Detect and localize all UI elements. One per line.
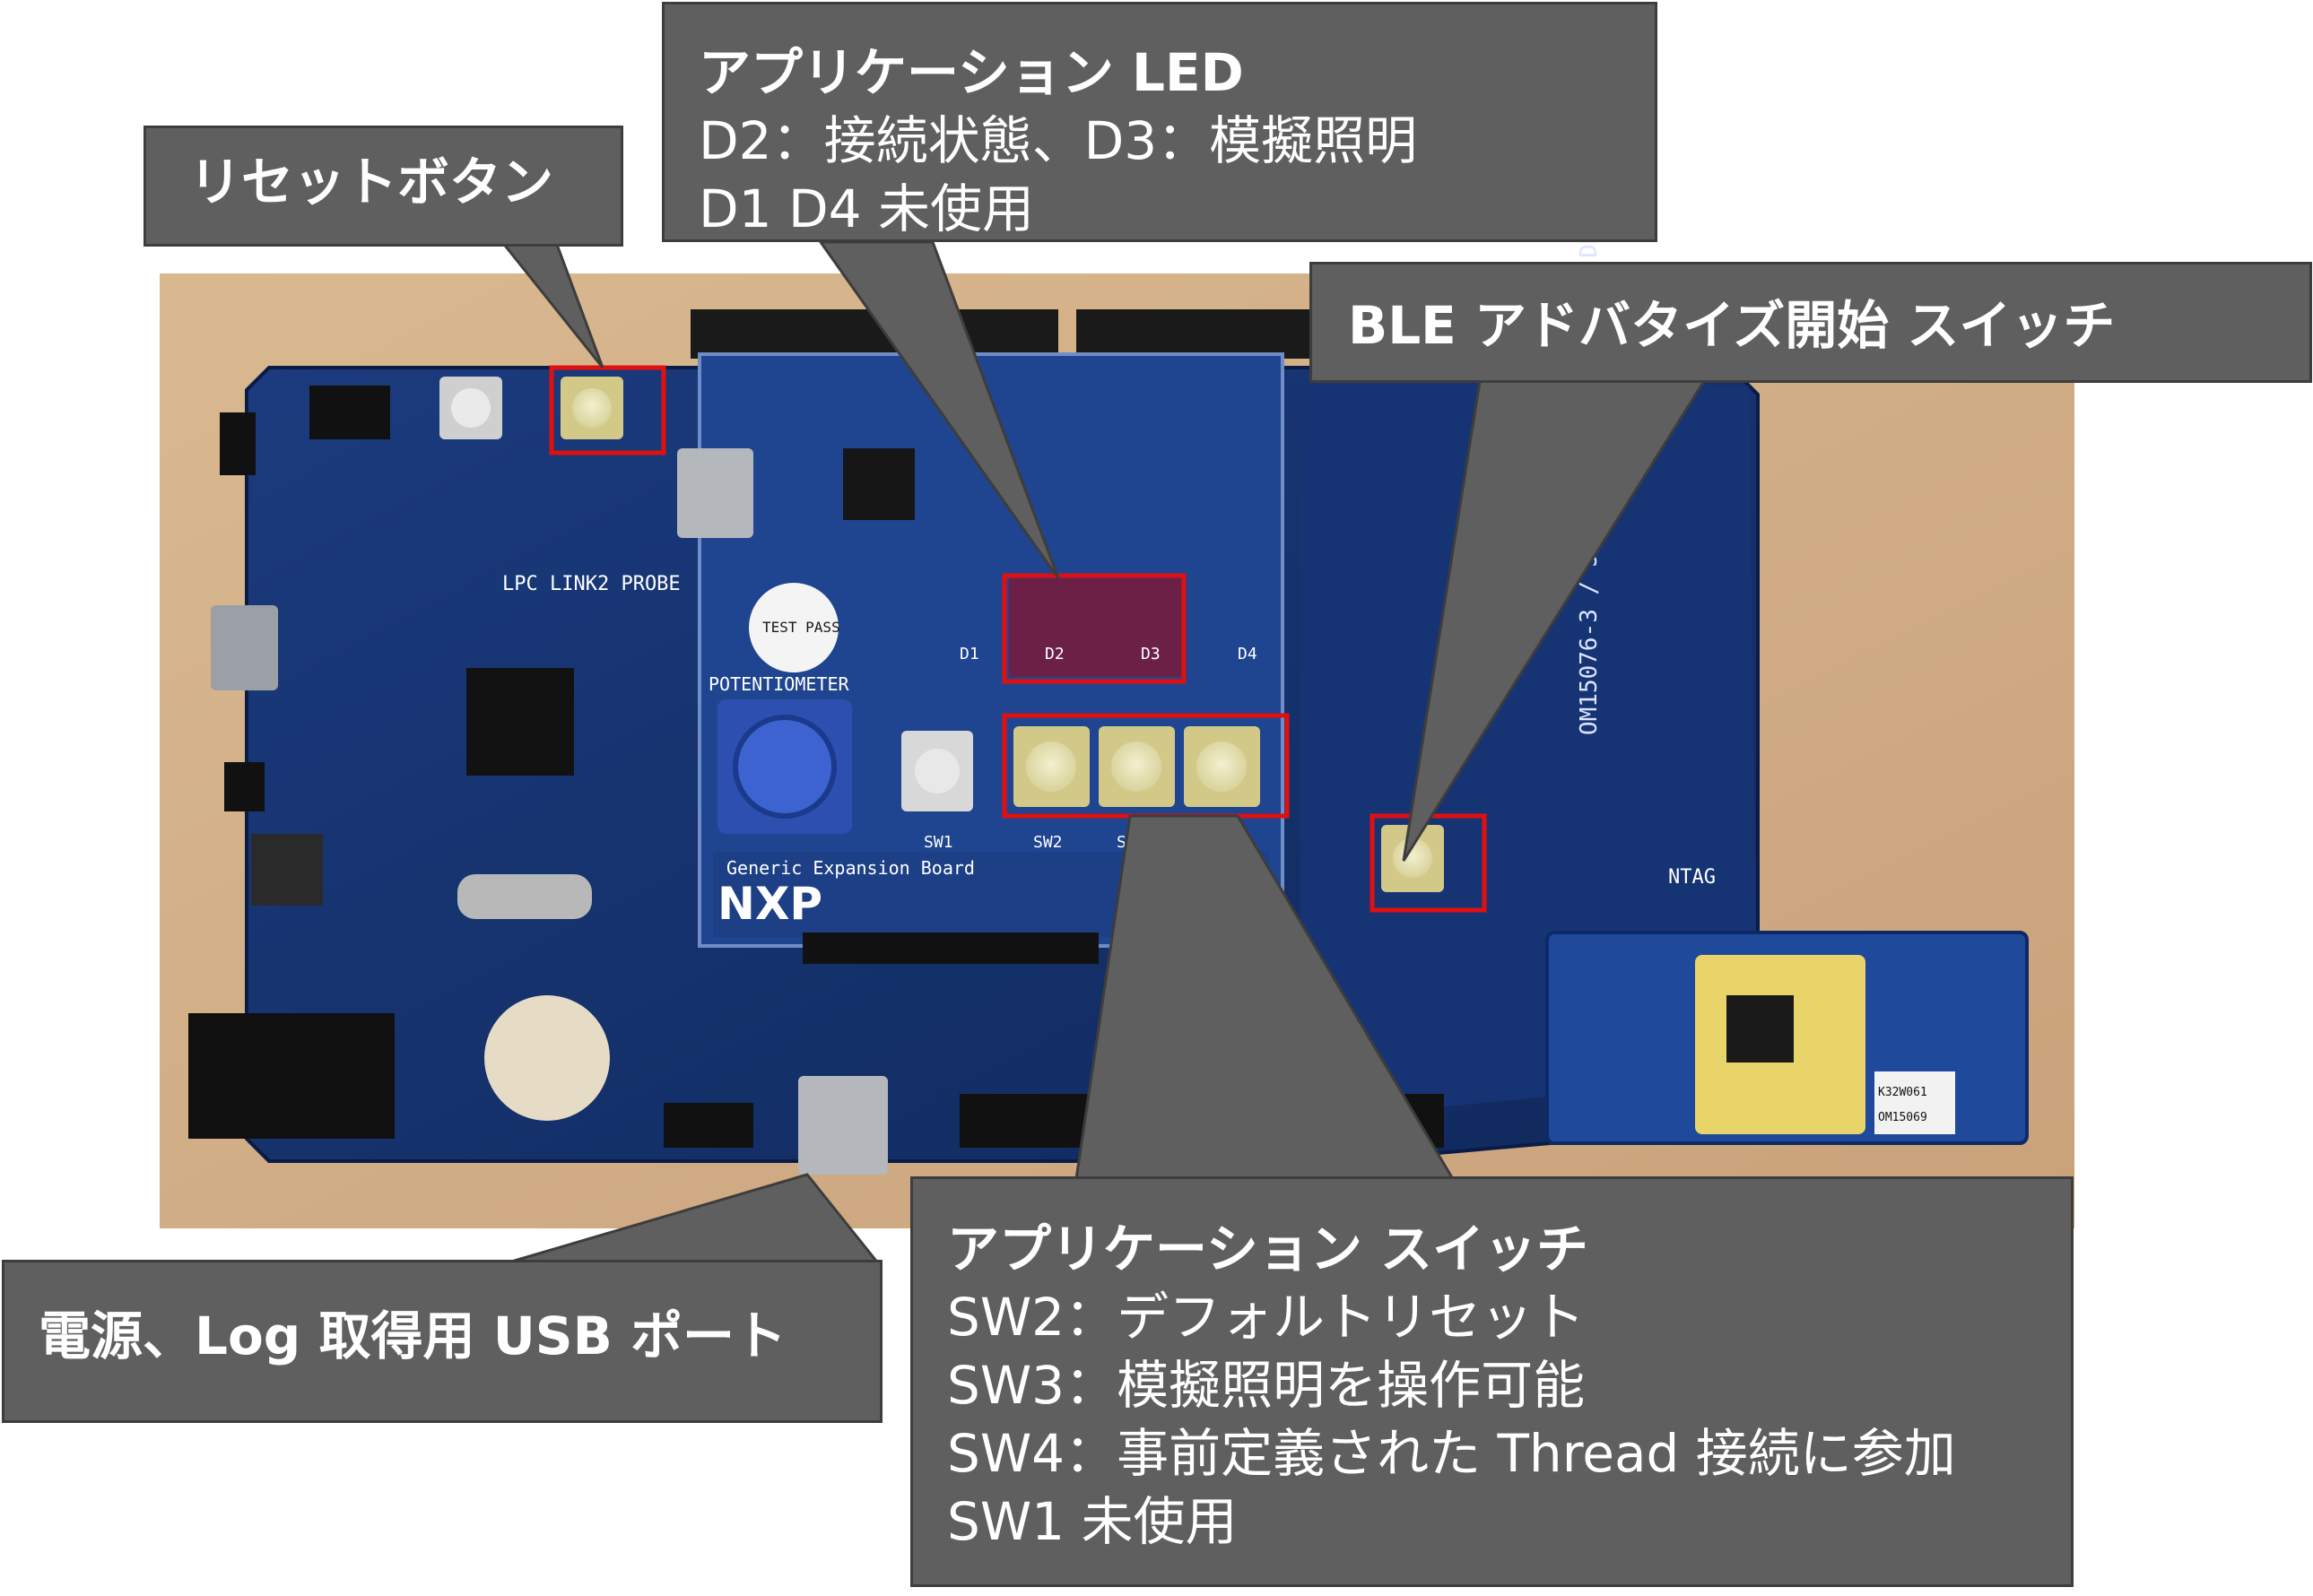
callout-ble-title: BLE アドバタイズ開始 スイッチ	[1348, 295, 2116, 356]
sw1-cap	[915, 749, 960, 794]
lpc-chip	[466, 668, 574, 776]
callout-led-line-1: D2：接続状態、D3：模擬照明	[699, 110, 1418, 171]
silk-d1: D1	[960, 645, 979, 664]
callout-usb-title: 電源、Log 取得用 USB ポート	[39, 1305, 787, 1366]
crystal	[457, 874, 592, 919]
callout-switch: アプリケーション スイッチ SW2：デフォルトリセット SW3：模擬照明を操作可…	[910, 1176, 2074, 1587]
callout-led-line-2: D1 D4 未使用	[699, 178, 1034, 239]
jumper-left-1	[220, 412, 256, 475]
callout-ble: BLE アドバタイズ開始 スイッチ	[1309, 262, 2312, 383]
silk-board-name: Generic Expansion Board	[726, 857, 975, 879]
callout-switch-line-2: SW3：模擬照明を操作可能	[947, 1355, 1586, 1416]
silk-potentiometer: POTENTIOMETER	[709, 673, 849, 695]
silk-d3: D3	[1141, 645, 1161, 664]
sw4-cap	[1196, 742, 1247, 792]
battery-holder	[484, 995, 610, 1121]
callout-led: アプリケーション LED D2：接続状態、D3：模擬照明 D1 D4 未使用	[662, 2, 1657, 242]
sw3-cap	[1111, 742, 1161, 792]
swd-header	[309, 386, 390, 439]
bottom-header-4	[664, 1103, 753, 1148]
reset-button-cap	[572, 388, 612, 428]
usb-mini-top	[677, 448, 753, 538]
module-label	[1874, 1071, 1955, 1134]
highlight-led	[1002, 573, 1187, 684]
silk-sw2: SW2	[1033, 833, 1063, 852]
silk-module-1: K32W061	[1878, 1086, 1927, 1099]
silk-module-2: OM15069	[1878, 1111, 1927, 1124]
led-area	[1009, 578, 1184, 677]
module-chip	[1726, 995, 1794, 1063]
usb-mini-bottom	[798, 1076, 888, 1175]
callout-usb: 電源、Log 取得用 USB ポート	[2, 1260, 883, 1423]
silk-test-pass: TEST PASS	[762, 619, 840, 636]
header-cn1	[1076, 309, 1309, 359]
dc-jack	[188, 1013, 395, 1139]
bottom-header-1	[803, 932, 1099, 964]
jumper-left-2	[224, 762, 265, 811]
callout-switch-line-3: SW4：事前定義された Thread 接続に参加	[947, 1423, 1956, 1484]
silk-ntag: NTAG	[1668, 866, 1716, 889]
callout-reset-title: リセットボタン	[189, 152, 554, 213]
callout-switch-line-1: SW2：デフォルトリセット	[947, 1287, 1586, 1348]
silk-vendor: NXP	[717, 878, 822, 930]
inductor	[251, 834, 323, 906]
isp-button-cap	[451, 388, 491, 428]
highlight-reset	[549, 365, 666, 455]
callout-reset: リセットボタン	[143, 126, 623, 247]
silk-sw1: SW1	[924, 833, 953, 852]
micro-usb-left	[211, 605, 278, 690]
callout-led-title: アプリケーション LED	[699, 42, 1244, 103]
ble-button-cap	[1393, 838, 1432, 878]
potentiometer-knob	[733, 715, 837, 819]
silk-d4: D4	[1238, 645, 1257, 664]
callout-switch-title: アプリケーション スイッチ	[947, 1219, 1589, 1279]
sw2-cap	[1026, 742, 1076, 792]
pointer-led	[818, 240, 1060, 579]
silk-lpc-link: LPC LINK2 PROBE	[502, 573, 681, 595]
callout-switch-line-4: SW1 未使用	[947, 1491, 1238, 1552]
silk-d2: D2	[1045, 645, 1065, 664]
test-pass-sticker	[749, 583, 839, 672]
ic4	[843, 448, 915, 520]
